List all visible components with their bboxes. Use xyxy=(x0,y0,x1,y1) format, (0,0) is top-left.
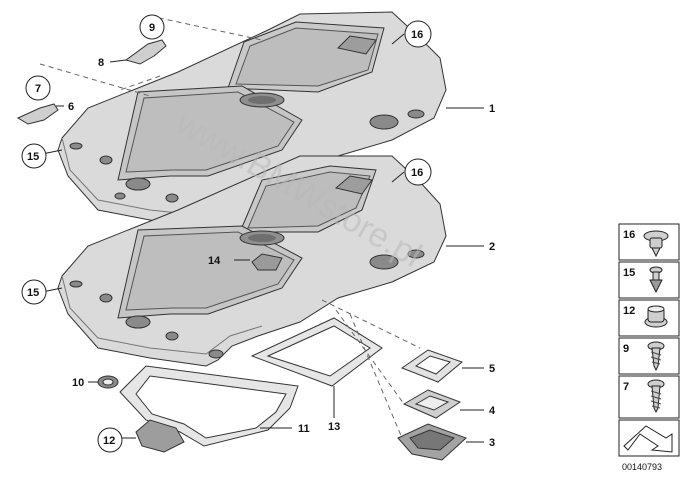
expanding-rivet-icon xyxy=(649,266,663,294)
drawing-code: 00140793 xyxy=(622,462,662,472)
callout-3: 3 xyxy=(489,437,495,449)
callout-13: 13 xyxy=(328,421,340,433)
callout-14: 14 xyxy=(208,255,221,267)
callout-10: 10 xyxy=(72,377,84,389)
screw-icon xyxy=(647,341,665,372)
leader-lines xyxy=(41,33,484,443)
legend-num-15: 15 xyxy=(623,267,635,279)
headliner-lower xyxy=(57,155,447,367)
callout-15-upper: 15 xyxy=(27,151,39,163)
callout-8: 8 xyxy=(98,57,104,69)
callout-15-lower: 15 xyxy=(27,287,39,299)
plastic-nut-icon xyxy=(644,305,668,328)
legend-num-7: 7 xyxy=(623,381,629,393)
callout-7: 7 xyxy=(35,83,41,95)
callout-5: 5 xyxy=(489,363,495,375)
callout-4: 4 xyxy=(489,405,496,417)
legend-num-9: 9 xyxy=(623,343,629,355)
guide-lines xyxy=(39,15,421,439)
headliner-upper xyxy=(57,11,447,229)
small-parts xyxy=(16,39,467,461)
callouts: 1 2 3 4 5 6 7 8 9 10 11 12 13 14 15 15 1… xyxy=(21,14,496,453)
callout-16-lower: 16 xyxy=(411,167,423,179)
legend-num-16: 16 xyxy=(623,229,635,241)
callout-16-upper: 16 xyxy=(411,29,423,41)
arrow-icon xyxy=(623,425,673,453)
legend-num-12: 12 xyxy=(623,305,635,317)
callout-12: 12 xyxy=(103,435,115,447)
callout-1: 1 xyxy=(489,103,495,115)
callout-11: 11 xyxy=(298,423,310,435)
grab-handle-part-14 xyxy=(251,253,283,271)
callout-2: 2 xyxy=(489,241,495,253)
fastener-legend: 16 15 12 9 7 xyxy=(618,223,680,472)
screw-icon xyxy=(647,379,665,414)
clip-icon xyxy=(643,230,669,258)
callout-9: 9 xyxy=(149,22,155,34)
callout-6: 6 xyxy=(68,101,74,113)
